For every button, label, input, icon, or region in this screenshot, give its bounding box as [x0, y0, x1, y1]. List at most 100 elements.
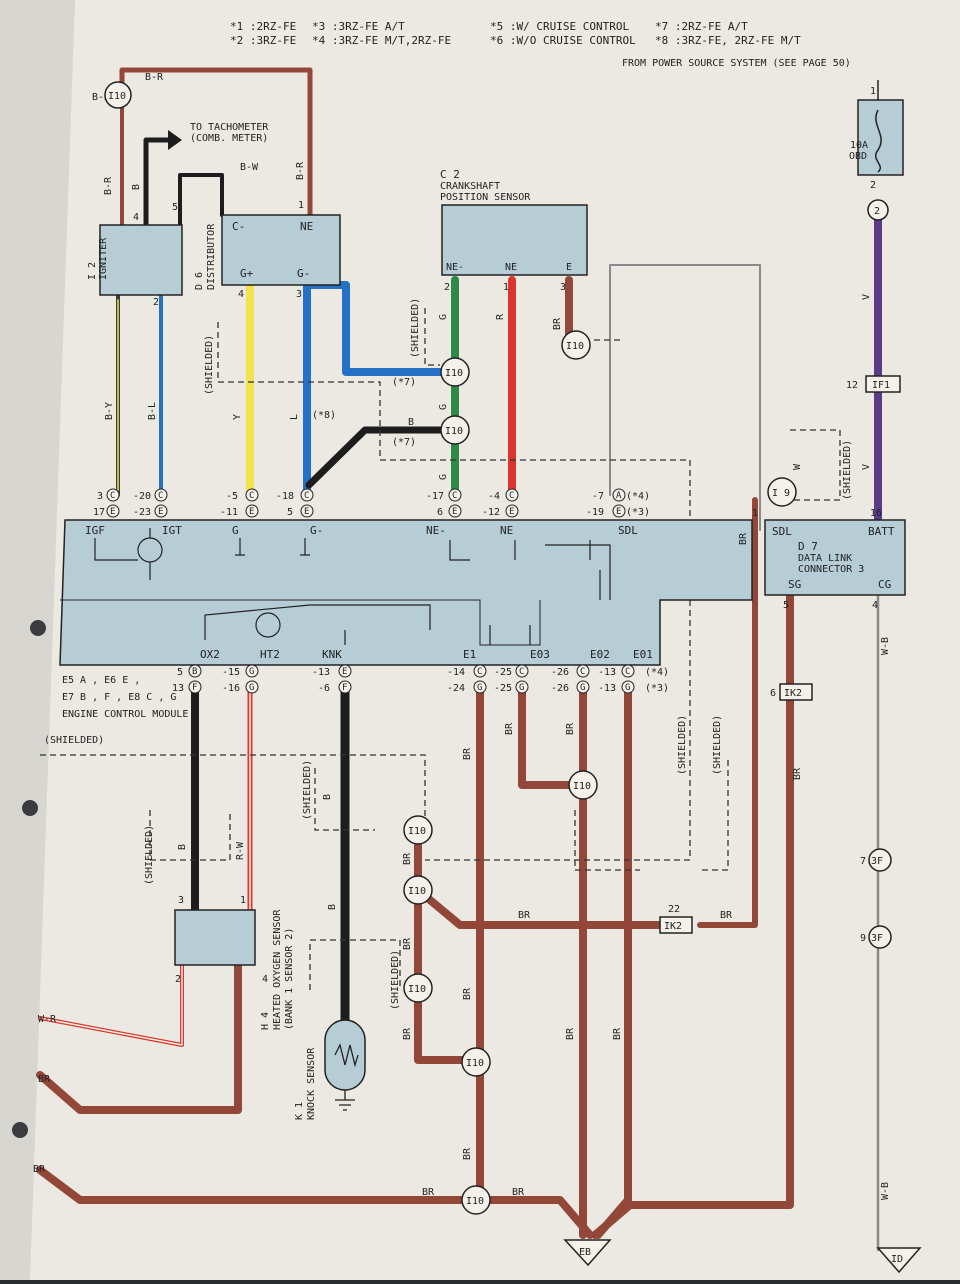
dlc-pin-5: 5	[783, 600, 789, 611]
conn-g	[515, 680, 529, 694]
ecm-divider	[60, 599, 541, 646]
tach-line1: TO TACHOMETER	[190, 122, 269, 133]
label-br-ik2: BR	[518, 910, 531, 921]
eb-ground: EB	[563, 1239, 612, 1267]
pin-3: 3	[97, 491, 103, 502]
i10-circle	[104, 81, 132, 109]
label-r-w: R-W	[235, 841, 246, 860]
wire-b-tach	[143, 137, 178, 228]
legend-4: *4 :3RZ-FE M/T,2RZ-FE	[312, 34, 451, 47]
note-3: (*3)	[626, 507, 650, 518]
pin-b15: -15	[222, 667, 240, 678]
conn-c	[473, 664, 487, 678]
i10-label: I10	[466, 1196, 484, 1207]
label-b-r-2: B-R	[92, 92, 111, 103]
conn-c	[505, 488, 519, 502]
ecm-g: G	[232, 524, 239, 537]
conn-c	[300, 488, 314, 502]
ecm-knk: KNK	[322, 648, 342, 661]
conn-c	[576, 664, 590, 678]
pin-7: -7	[592, 491, 604, 502]
pin-6: 6	[437, 507, 443, 518]
ik2-pin: 22	[668, 904, 680, 915]
pin-b13: 13	[172, 683, 184, 694]
label-br-e1: BR	[462, 747, 473, 760]
i9-circle	[767, 477, 797, 507]
label-v: V	[861, 294, 872, 300]
note-4b: (*4)	[645, 667, 669, 678]
ground-icon	[335, 1090, 355, 1111]
conn-letter: G	[625, 683, 630, 693]
legend: *1 :2RZ-FE *2 :3RZ-FE *3 :3RZ-FE A/T *4 …	[230, 20, 801, 47]
i10-circle	[440, 415, 470, 445]
binder-ring	[22, 800, 38, 816]
shielded-label: (SHIELDED)	[712, 715, 723, 775]
igniter-name: IGNITER	[98, 237, 109, 280]
i10-label: I10	[108, 91, 126, 102]
knock-id: K 1	[294, 1102, 305, 1120]
label-b-r-4: B-R	[295, 161, 306, 180]
pin-23: -23	[133, 507, 151, 518]
wire-br-e03	[518, 686, 574, 789]
id-label: ID	[891, 1254, 903, 1265]
wire-b-diag	[305, 426, 444, 489]
shield-4	[700, 760, 729, 871]
knock-resistor-icon	[334, 1043, 359, 1068]
label-b-knk: B	[327, 904, 338, 910]
i10-label: I10	[408, 826, 426, 837]
conn-c	[154, 488, 168, 502]
wire-w-r-stripe	[39, 959, 183, 1046]
oxygen-sensor: 3 1 2 4 H 4 HEATED OXYGEN SENSOR (BANK 1…	[174, 895, 295, 1030]
pin-b13b: -13	[312, 667, 330, 678]
i10-terminal: I10	[440, 415, 470, 445]
dlc-pin-4: 4	[872, 600, 878, 611]
ecm-e02: E02	[590, 648, 610, 661]
i10-circle	[403, 815, 433, 845]
i10-label: I10	[573, 781, 591, 792]
conn-g	[621, 680, 635, 694]
crank-pin-1: 1	[503, 282, 509, 293]
c2-terminal: 2	[867, 199, 889, 221]
crank-pin-3: 3	[560, 282, 566, 293]
crank-ne: NE	[505, 262, 517, 273]
label-g-3: G	[438, 474, 449, 480]
label-b: B	[131, 184, 142, 190]
i10-label: I10	[408, 984, 426, 995]
ox-pin-1: 1	[240, 895, 246, 906]
engine-control-module: IGF IGT G G- NE- NE SDL OX2 HT2 KNK E1 E…	[59, 519, 753, 720]
label-w-b: W-B	[880, 637, 891, 655]
tach-line2: (COMB. METER)	[190, 133, 268, 144]
fuse-name: OBD	[849, 151, 867, 162]
igniter: I 2 IGNITER 4 5 2	[87, 202, 183, 308]
3f-terminal: 3F 7	[860, 848, 892, 872]
conn-letter: C	[477, 667, 482, 677]
pin-b16: -16	[222, 683, 240, 694]
shielded-labels: (SHIELDED) (SHIELDED) (SHIELDED) (SHIELD…	[44, 298, 853, 1010]
i10-terminal: I10	[403, 973, 433, 1003]
c2-label: 2	[874, 206, 880, 217]
ecm-igt: IGT	[162, 524, 182, 537]
tach-arrow-icon	[168, 130, 182, 150]
ecm-igf: IGF	[85, 524, 105, 537]
conn-letter: E	[509, 507, 514, 517]
crank-ne-minus: NE-	[446, 262, 464, 273]
pin-b5: 5	[177, 667, 183, 678]
conn-letter: G	[477, 683, 482, 693]
pin-12: -12	[482, 507, 500, 518]
conn-e	[338, 664, 352, 678]
ecm-ne: NE	[500, 524, 513, 537]
conn-letter: G	[580, 683, 585, 693]
ik2-pin: 6	[770, 688, 776, 699]
pin-11: -11	[220, 507, 238, 518]
i10-circle	[561, 330, 591, 360]
legend-6: *6 :W/O CRUISE CONTROL	[490, 34, 636, 47]
connector-letters: C E C E C E C E C E C E A E B F G G E F …	[106, 488, 635, 694]
conn-f	[188, 680, 202, 694]
i9-label: I 9	[772, 488, 790, 499]
label-br-left-2: BR	[33, 1164, 46, 1175]
legend-8: *8 :3RZ-FE, 2RZ-FE M/T	[655, 34, 801, 47]
label-br-bottom: BR	[422, 1187, 435, 1198]
binder-ring	[12, 1122, 28, 1138]
shielded-label: (SHIELDED)	[390, 950, 401, 1010]
i9-terminal: I 9	[767, 477, 797, 507]
